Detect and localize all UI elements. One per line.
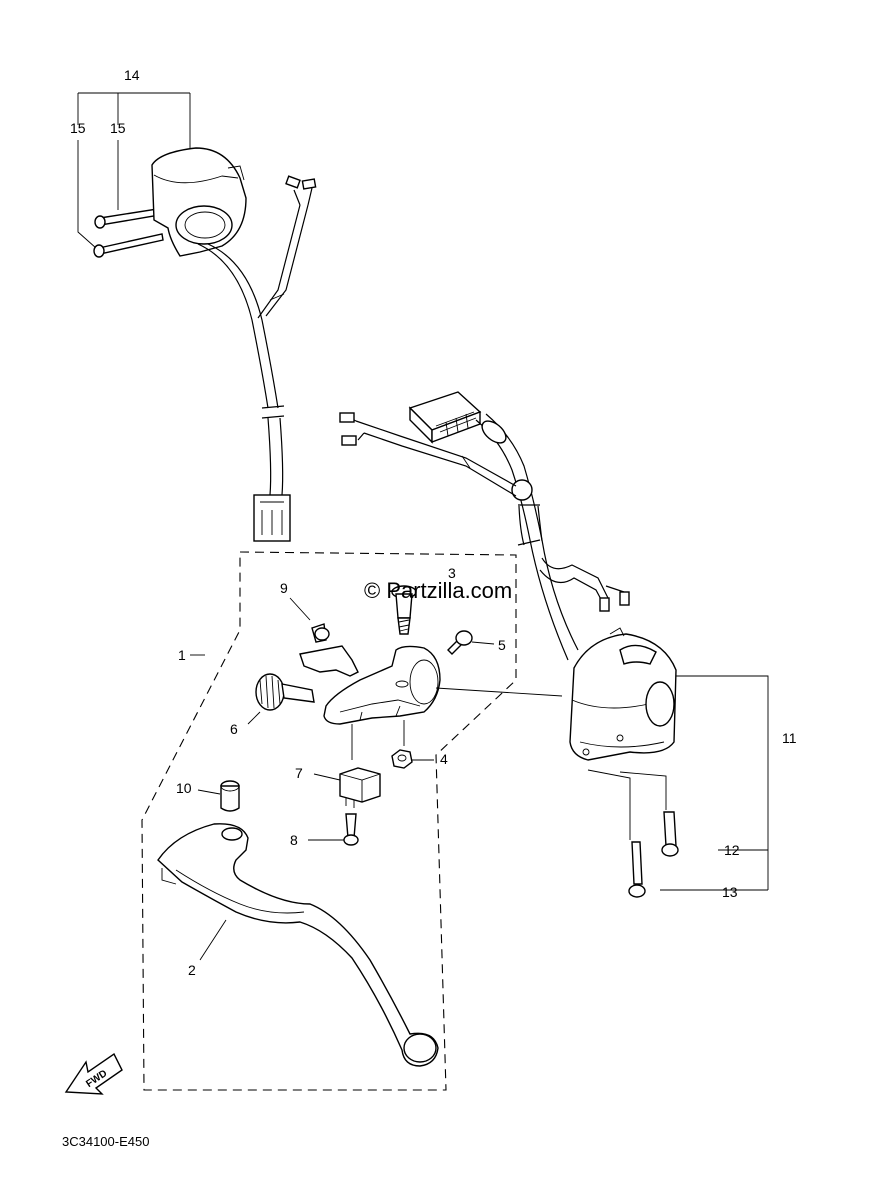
callout-5: 5 xyxy=(498,637,506,653)
nut-part-4[interactable] xyxy=(391,720,434,769)
bolt-part-3[interactable] xyxy=(391,585,417,635)
callout-7: 7 xyxy=(295,765,303,781)
callout-8: 8 xyxy=(290,832,298,848)
right-handlebar-switch[interactable] xyxy=(339,391,769,898)
screw-part-8[interactable] xyxy=(308,813,359,846)
adjuster-part-6[interactable] xyxy=(247,673,315,725)
assembly-1-outline xyxy=(141,551,517,1091)
callout-11: 11 xyxy=(782,730,797,746)
callout-13: 13 xyxy=(722,884,738,900)
callout-6: 6 xyxy=(230,721,238,737)
forward-direction-arrow: FWD xyxy=(64,1052,123,1095)
callout-3: 3 xyxy=(448,565,456,581)
lever-holder-bracket[interactable] xyxy=(299,645,563,760)
left-handlebar-switch[interactable] xyxy=(77,92,317,542)
diagram-code: 3C34100-E450 xyxy=(62,1134,149,1149)
bushing-part-10[interactable] xyxy=(197,780,240,812)
callout-12: 12 xyxy=(724,842,740,858)
callout-1: 1 xyxy=(178,647,186,663)
switch-part-7[interactable] xyxy=(313,767,381,808)
bolt-part-5[interactable] xyxy=(447,630,495,655)
callout-2: 2 xyxy=(188,962,196,978)
callout-14: 14 xyxy=(124,67,140,83)
callout-9: 9 xyxy=(280,580,288,596)
bolt-part-9[interactable] xyxy=(289,597,330,643)
callout-15-a: 15 xyxy=(70,120,86,136)
callout-4: 4 xyxy=(440,751,448,767)
clutch-lever-part-2[interactable] xyxy=(157,823,439,1067)
callout-15-b: 15 xyxy=(110,120,126,136)
watermark: © Partzilla.com xyxy=(364,578,512,603)
callout-10: 10 xyxy=(176,780,192,796)
